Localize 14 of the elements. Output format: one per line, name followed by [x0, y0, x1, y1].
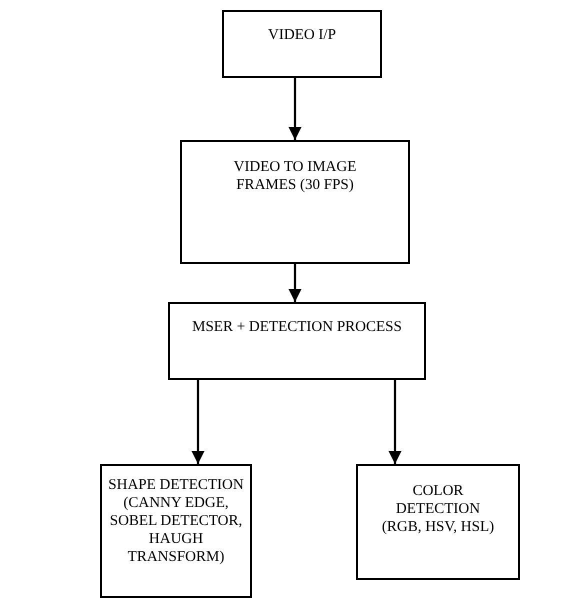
arrow — [288, 78, 302, 140]
process-box — [100, 464, 252, 598]
arrow — [191, 380, 205, 464]
process-box — [180, 140, 410, 264]
arrow — [388, 380, 402, 464]
process-box — [222, 10, 382, 78]
box-label: MSER + DETECTION PROCESS — [192, 318, 402, 336]
arrow — [288, 264, 302, 302]
process-box — [168, 302, 426, 380]
process-box — [356, 464, 520, 580]
box-label: VIDEO TO IMAGE FRAMES (30 FPS) — [232, 158, 358, 194]
box-label: COLOR DETECTION (RGB, HSV, HSL) — [380, 482, 496, 536]
box-label: VIDEO I/P — [268, 26, 336, 44]
box-label: SHAPE DETECTION (CANNY EDGE, SOBEL DETECTOR, HAUGH TRANSFORM) — [108, 476, 244, 566]
